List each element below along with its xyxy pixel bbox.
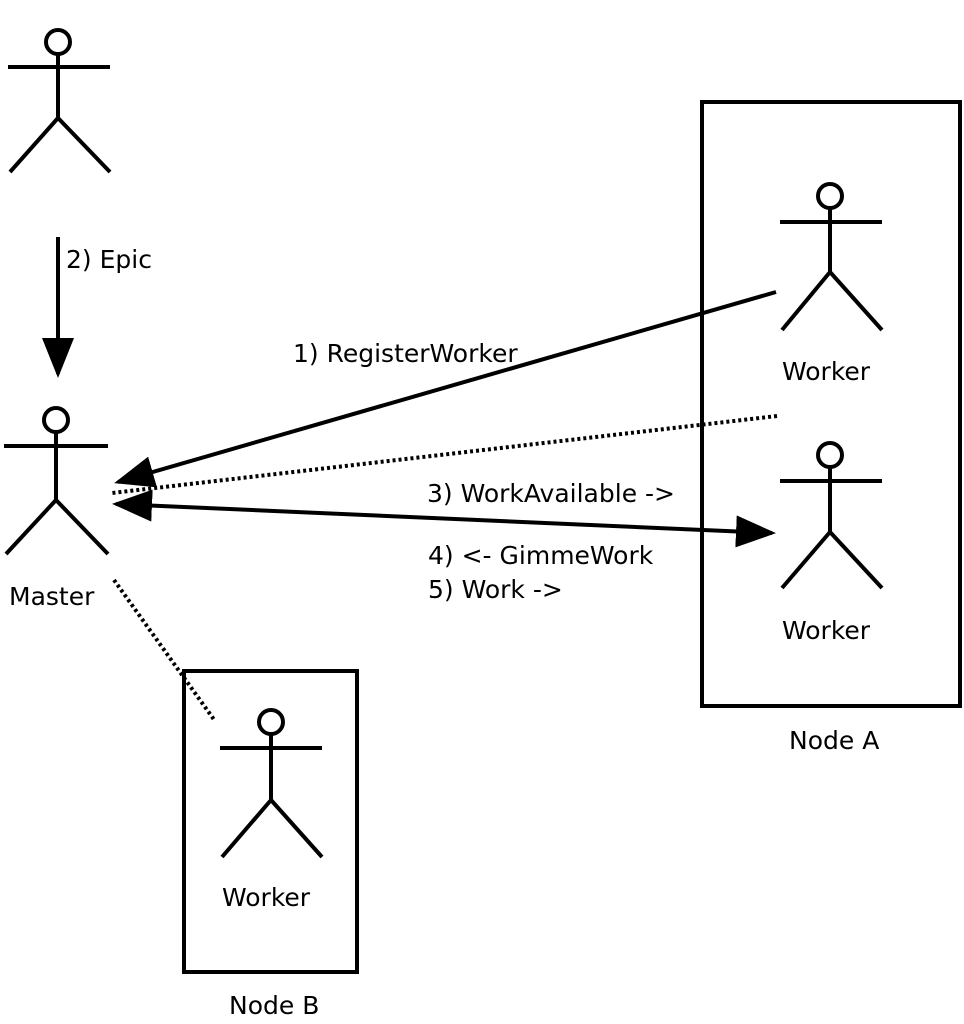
worker-b-stick-figure-icon — [220, 708, 324, 859]
worker-a1-label: Worker — [782, 357, 871, 386]
epic-label: 2) Epic — [66, 245, 152, 274]
register-worker-label: 1) RegisterWorker — [293, 339, 518, 368]
worker-b-dotted-link — [112, 578, 217, 723]
worker-a1-stick-figure-icon — [780, 182, 884, 332]
master-label: Master — [9, 582, 95, 611]
node-b-box — [182, 669, 359, 974]
worker-b-label: Worker — [222, 883, 311, 912]
register-worker-arrow — [114, 290, 777, 488]
work-label: 5) Work -> — [428, 575, 563, 604]
node-a-label: Node A — [789, 726, 879, 755]
work-exchange-arrow — [112, 489, 776, 548]
node-a-box — [700, 100, 962, 708]
master-stick-figure-icon — [4, 406, 110, 556]
gimme-work-label: 4) <- GimmeWork — [428, 541, 654, 570]
worker-a2-label: Worker — [782, 616, 871, 645]
user-stick-figure-icon — [8, 28, 112, 174]
work-available-label: 3) WorkAvailable -> — [427, 479, 675, 508]
node-b-label: Node B — [229, 991, 319, 1020]
worker-a2-stick-figure-icon — [780, 441, 884, 590]
